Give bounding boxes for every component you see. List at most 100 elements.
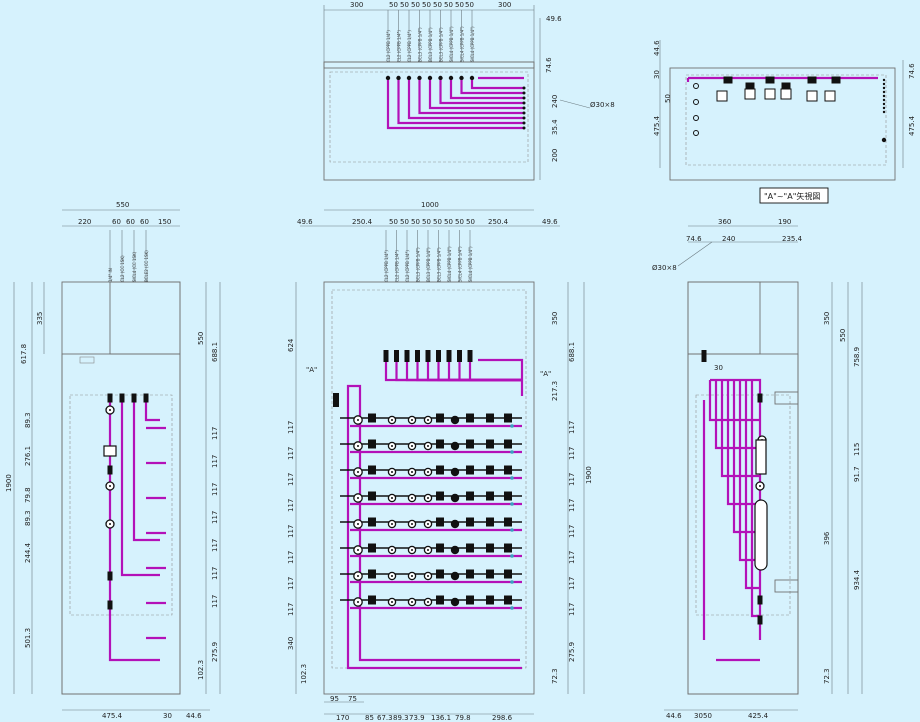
port-icon <box>459 75 464 81</box>
pipe-segment <box>358 396 520 662</box>
right-bottom-dim-0: 44.6 <box>666 712 682 720</box>
regulator-icon <box>716 90 728 102</box>
valve-center-icon <box>357 575 359 577</box>
front-right-dim-1: 688.1 <box>568 342 576 362</box>
front-left-117-dim: 117 <box>287 499 295 512</box>
pipe-segment <box>726 380 760 506</box>
valve-center-icon <box>357 419 359 421</box>
fitting-icon <box>765 76 775 84</box>
valve-center-icon <box>411 497 413 499</box>
left-dim-5: 79.8 <box>24 487 32 503</box>
front-right-dim-12: 275.9 <box>568 642 576 662</box>
arrow-view-title: "A"~"A"矢視図 <box>764 191 820 201</box>
front-bottom-dim-7: 136.1 <box>431 714 451 722</box>
fitting-icon <box>757 393 763 403</box>
fitting-icon <box>466 569 474 579</box>
port-icon <box>385 75 391 81</box>
left-bottom-dim-1: 30 <box>163 712 172 720</box>
outlet-icon <box>510 554 514 558</box>
fitting-icon <box>404 350 410 362</box>
port-icon <box>406 75 412 81</box>
front-gas-label: SICL4 (CPPB 1/4") <box>447 246 452 282</box>
front-top-50-dim: 50 <box>455 218 464 226</box>
top-dim-6: 50 <box>444 1 453 9</box>
outlet-icon <box>510 606 514 610</box>
right-dim-2: 758.9 <box>853 347 861 367</box>
front-gas-label: SICL4 (CPPB 1/4") <box>468 246 473 282</box>
left-dim-7: 244.4 <box>24 542 32 563</box>
left-top-dim-1: 220 <box>78 218 91 226</box>
fitting-icon <box>457 350 462 362</box>
front-right-117-dim: 117 <box>568 447 576 460</box>
right-hole-note: Ø30×8 <box>652 264 677 272</box>
pipe-segment <box>407 80 524 120</box>
pipe-end-icon <box>522 106 526 110</box>
pipe-segment <box>386 80 524 130</box>
regulator-icon <box>450 571 460 581</box>
front-left-117-dim: 117 <box>287 447 295 460</box>
front-top-dim-2: 250.4 <box>352 218 373 226</box>
fitting-icon <box>436 413 444 423</box>
valve-center-icon <box>391 575 393 577</box>
front-bottom-dim-4: 67.3 <box>377 714 393 722</box>
front-top-50-dim: 50 <box>422 218 431 226</box>
front-bottom-dim-3: 85 <box>365 714 374 722</box>
fitting-icon <box>723 76 733 84</box>
fitting-icon <box>436 595 444 605</box>
fitting-icon <box>415 350 420 362</box>
front-top-50-dim: 50 <box>400 218 409 226</box>
pipe-end-icon <box>522 116 526 120</box>
pipe-segment <box>346 384 362 396</box>
fitting-icon <box>466 543 474 553</box>
regulator-icon <box>764 88 776 100</box>
valve-center-icon <box>109 485 111 487</box>
top-pipes <box>385 10 526 130</box>
fitting-icon <box>466 595 474 605</box>
top-dim-4: 50 <box>422 1 431 9</box>
regulator-icon <box>450 493 460 503</box>
fitting-icon <box>504 569 512 579</box>
port-icon <box>882 90 886 94</box>
top-gas-label: BCL3 (CPPB 1/4") <box>418 27 423 62</box>
regulator-icon <box>806 90 818 102</box>
pipe-segment <box>418 80 524 115</box>
valve-center-icon <box>391 601 393 603</box>
regulator-icon <box>450 545 460 555</box>
fitting-icon <box>333 393 339 407</box>
front-right-117-dim: 117 <box>568 421 576 434</box>
right-dim-4: 91.7 <box>853 466 861 482</box>
pipe-segment <box>132 400 160 542</box>
pipe-segment <box>346 396 522 670</box>
front-bottom-dim-1: 75 <box>348 695 357 703</box>
fitting-icon <box>446 350 452 362</box>
pipe-segment <box>449 80 524 100</box>
left-gas-label: 1/4" IN <box>108 268 113 282</box>
front-view: CL2 (CPPB 1/4")CL2 (CPPB 1/4")CL2 (CPPB … <box>287 201 593 722</box>
pipe-segment <box>460 80 524 95</box>
right-top-dim-1: 190 <box>778 218 791 226</box>
front-gas-label: BCL3 (CPPB 1/4") <box>416 247 421 282</box>
top-gas-label: SICL4 (CPPB 1/4") <box>460 26 465 62</box>
top-right-dim-4: 200 <box>551 149 559 162</box>
fitting-icon <box>504 595 512 605</box>
fitting-icon <box>467 350 473 362</box>
front-gas-label: BCL3 (CPPB 1/4") <box>426 247 431 282</box>
right-dim-0: 350 <box>823 312 831 325</box>
valve-center-icon <box>411 523 413 525</box>
front-right-117-dim: 117 <box>568 525 576 538</box>
left-right-dim-0: 550 <box>197 332 205 345</box>
top-dim-2: 50 <box>400 1 409 9</box>
arrow-view: 44.6 30 50 475.4 74.6 475.4 "A"~"A"矢視図 <box>653 40 916 204</box>
pipe-segment <box>738 380 760 562</box>
left-gas-label: CL2 (CC 1SK) <box>120 255 125 282</box>
pipe-end-icon <box>522 101 526 105</box>
left-dim-2: 1900 <box>5 474 13 492</box>
port-icon <box>882 98 886 102</box>
valve-center-icon <box>391 497 393 499</box>
fitting-icon <box>394 350 399 362</box>
filter-icon <box>103 445 117 457</box>
fitting-icon <box>466 413 474 423</box>
pipe-end-icon <box>522 91 526 95</box>
